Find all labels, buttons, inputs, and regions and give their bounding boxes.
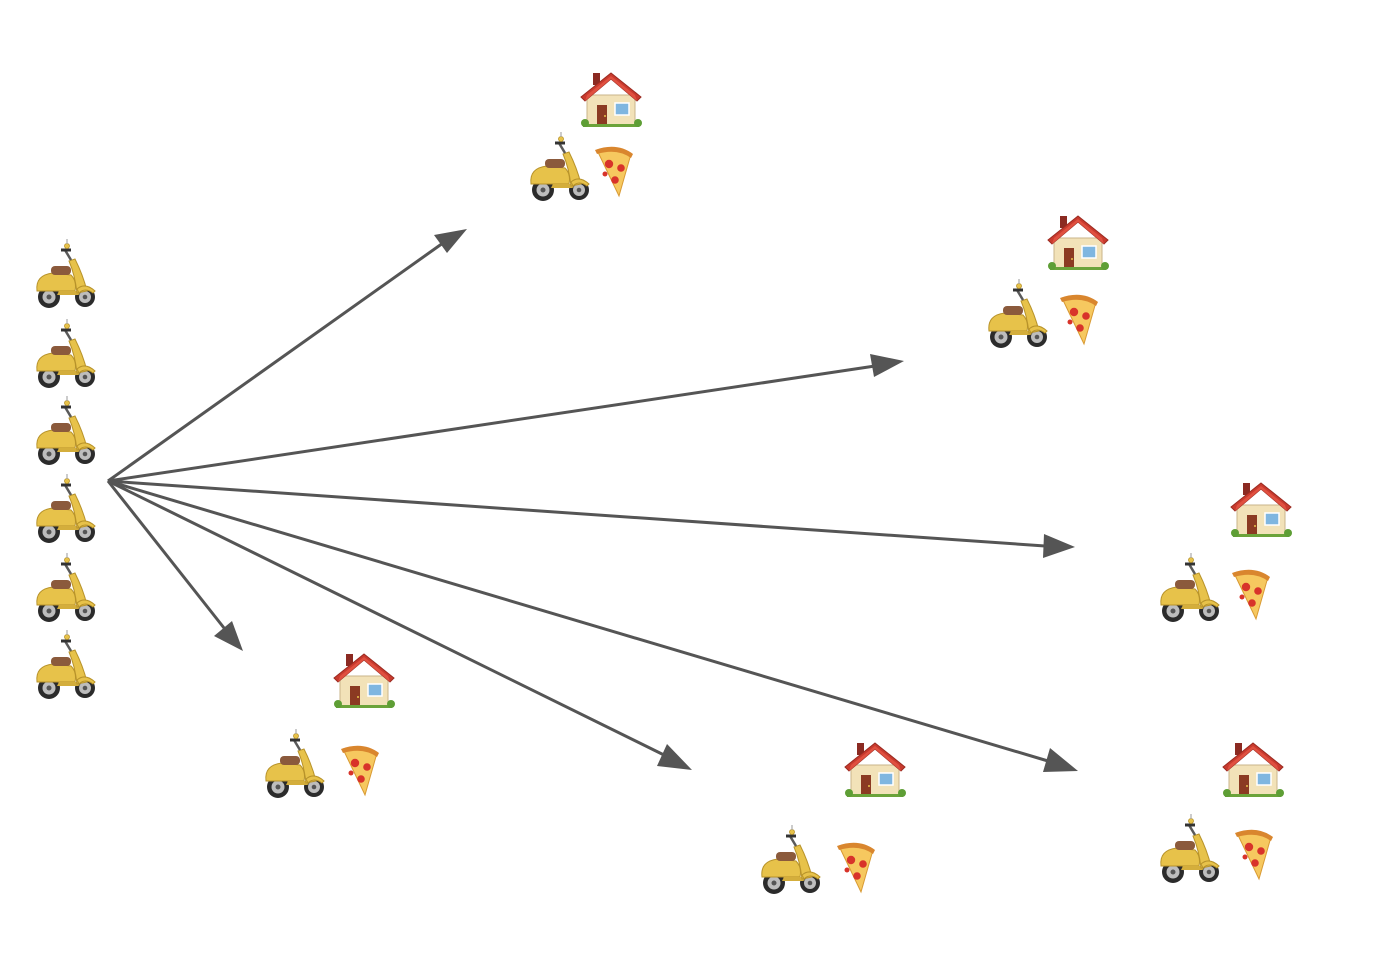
pizza-icon (1231, 569, 1271, 620)
scooter-icon (760, 823, 822, 896)
destination-6 (1159, 742, 1285, 885)
scooter-icon (987, 277, 1049, 350)
house-icon (1047, 215, 1110, 271)
destination-4 (264, 653, 396, 800)
dispatch-arrows (106, 229, 1078, 772)
house-icon (333, 653, 396, 709)
destination-3 (1159, 482, 1293, 624)
scooter-icon (35, 628, 97, 701)
scooter-icon (35, 551, 97, 624)
destination-2 (987, 215, 1110, 350)
destination-5 (760, 742, 907, 896)
arrow-to-destination-5 (107, 479, 692, 770)
house-icon (844, 742, 907, 798)
scooter-icon (1159, 812, 1221, 885)
scooter-icon (35, 237, 97, 310)
house-icon (1230, 482, 1293, 538)
depot-scooters (35, 237, 97, 701)
arrow-to-destination-3 (107, 479, 1075, 558)
pizza-icon (1234, 829, 1274, 880)
scooter-icon (35, 394, 97, 467)
pizza-icon (1059, 294, 1099, 345)
scooter-icon (264, 727, 326, 800)
arrow-to-destination-2 (107, 354, 904, 483)
arrow-to-destination-1 (107, 229, 467, 483)
scooter-icon (529, 130, 591, 203)
pizza-icon (836, 842, 876, 893)
house-icon (1222, 742, 1285, 798)
arrow-to-destination-6 (107, 479, 1078, 772)
pizza-icon (594, 146, 634, 197)
scooter-icon (1159, 551, 1221, 624)
arrow-to-destination-4 (106, 480, 243, 651)
scooter-icon (35, 472, 97, 545)
scooter-icon (35, 317, 97, 390)
house-icon (580, 72, 643, 128)
pizza-icon (340, 745, 380, 796)
destination-1 (529, 72, 643, 203)
